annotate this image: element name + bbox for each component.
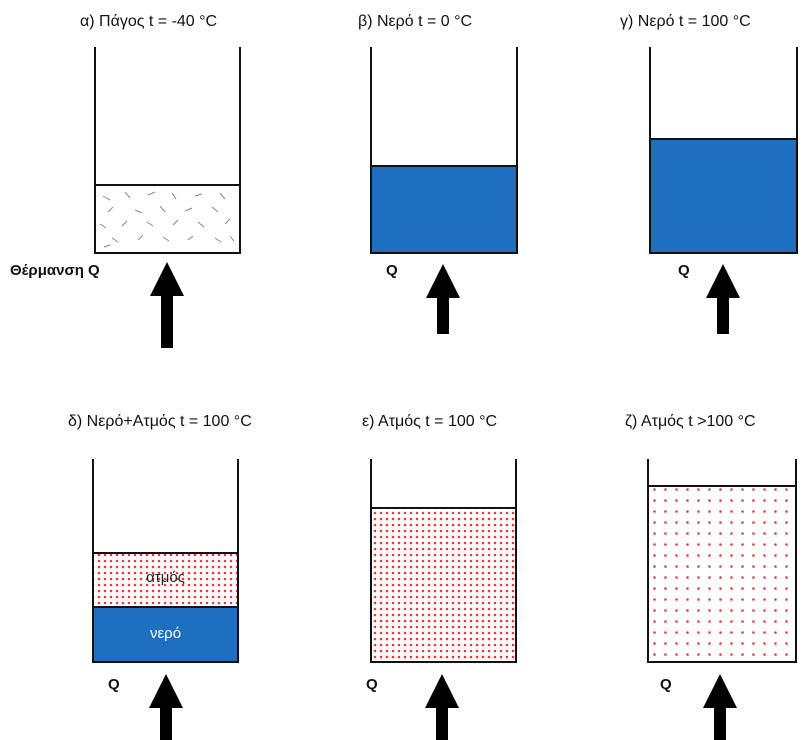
water-label: νερό <box>149 625 182 642</box>
panel-c-container <box>649 47 798 254</box>
heat-arrow-b <box>426 264 460 334</box>
steam-fill-e <box>371 508 516 662</box>
beaker-b <box>370 47 518 254</box>
panel-d-title: δ) Νερό+Ατμός t = 100 °C <box>68 413 252 430</box>
heat-arrow-d <box>149 674 183 740</box>
panel-f-heat-label: Q <box>660 676 672 693</box>
panel-e-title: ε) Ατμός t = 100 °C <box>362 413 498 430</box>
panel-c-title: γ) Νερό t = 100 °C <box>620 13 751 30</box>
ice-marks <box>99 191 235 248</box>
water-fill-b <box>371 166 517 253</box>
panel-f-title: ζ) Ατμός t >100 °C <box>625 413 756 430</box>
panel-a-title: α) Πάγος t = -40 °C <box>80 13 218 30</box>
heat-arrow-e <box>425 674 459 740</box>
panel-a-heat-label: Θέρμανση Q <box>10 262 100 279</box>
steam-fill-f <box>648 486 796 662</box>
beaker-f <box>647 459 797 663</box>
water-fill-d <box>93 607 238 662</box>
ice-block <box>95 185 240 253</box>
panel-b-container <box>370 47 518 254</box>
panel-d-container <box>92 459 239 663</box>
panel-f-container <box>647 459 797 663</box>
heat-arrow-a <box>150 262 184 348</box>
panel-a-container <box>94 47 241 254</box>
panel-d-heat-label: Q <box>108 676 120 693</box>
panel-b-heat-label: Q <box>386 262 398 279</box>
panel-e-container <box>370 459 517 663</box>
panel-e-heat-label: Q <box>366 676 378 693</box>
panel-b-title: β) Νερό t = 0 °C <box>358 13 473 30</box>
panel-c-heat-label: Q <box>678 262 690 279</box>
heat-arrow-f <box>703 674 737 740</box>
water-fill-c <box>650 139 797 253</box>
beaker-e <box>370 459 517 663</box>
beaker-a <box>94 47 241 254</box>
beaker-d <box>92 459 239 663</box>
heat-arrow-c <box>706 264 740 334</box>
steam-label: ατμός <box>146 569 185 586</box>
beaker-c <box>649 47 798 254</box>
steam-fill-d <box>93 553 238 607</box>
